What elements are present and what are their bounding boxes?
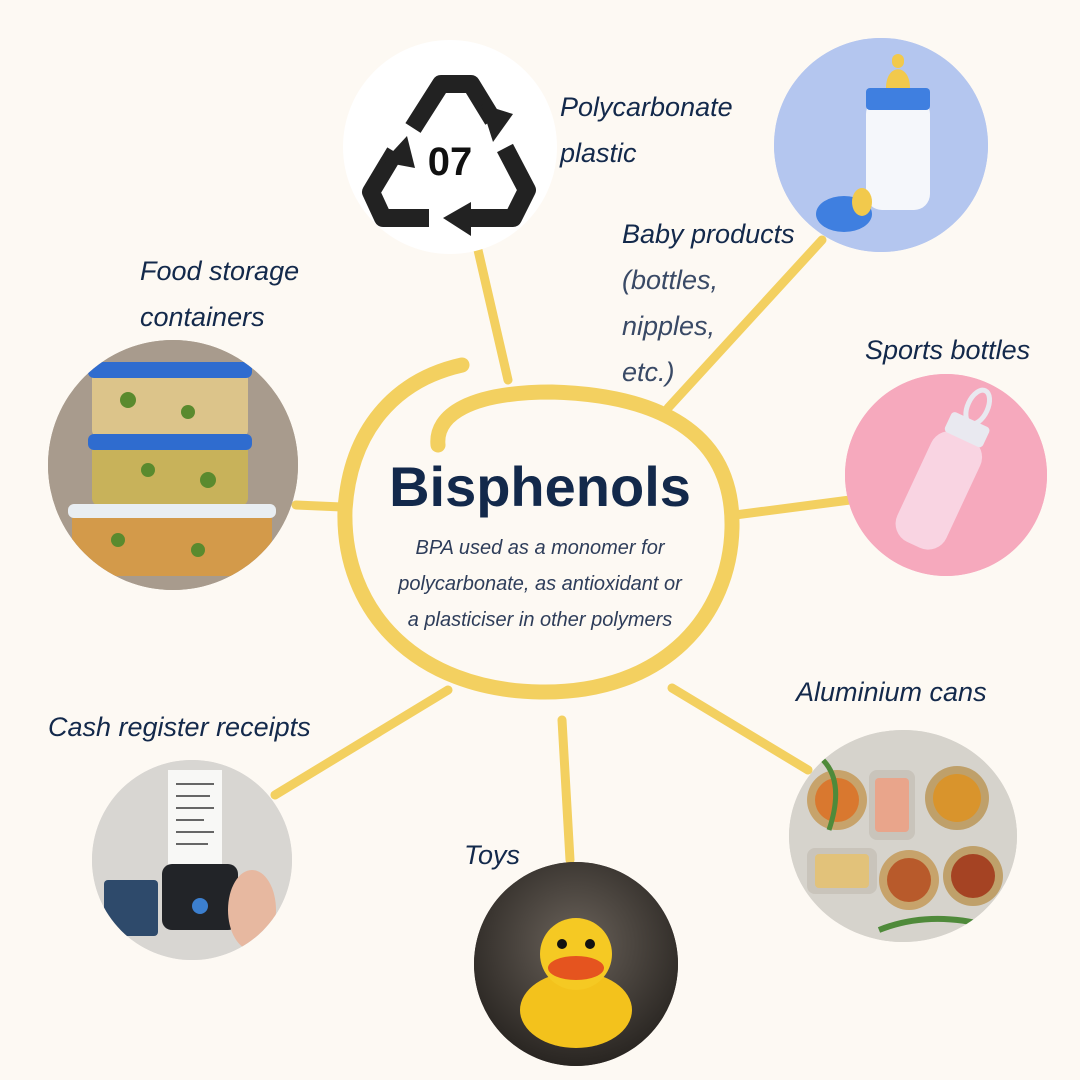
hub-subtitle: BPA used as a monomer for polycarbonate,… <box>398 537 682 631</box>
sports-bottle-photo <box>845 374 1047 576</box>
connector-polycarbonate <box>473 245 513 385</box>
label-toys: Toys <box>464 832 520 878</box>
label-line: Cash register receipts <box>48 712 311 742</box>
label-line: Polycarbonate <box>560 92 733 122</box>
label-baby: Baby products (bottles, nipples, etc.) <box>622 211 795 395</box>
food-containers-photo <box>48 340 298 590</box>
receipt-printer-photo <box>92 760 292 960</box>
hub-ring <box>337 357 740 700</box>
recycle-code-badge: 07 <box>428 140 473 184</box>
baby-bottle-photo <box>774 38 988 252</box>
connector-sports <box>730 495 855 520</box>
label-line: nipples, <box>622 311 716 341</box>
label-line: Toys <box>464 840 521 870</box>
label-line: Baby products <box>622 219 795 249</box>
label-line: plastic <box>560 138 637 168</box>
connector-toys <box>557 715 575 865</box>
canned-food-photo <box>789 730 1017 942</box>
label-line: (bottles, <box>622 265 719 295</box>
label-polycarbonate: Polycarbonate plastic <box>560 84 733 176</box>
label-line: Sports bottles <box>865 335 1031 365</box>
connector-food <box>291 500 347 512</box>
label-food: Food storage containers <box>140 248 299 340</box>
label-sports: Sports bottles <box>865 327 1030 373</box>
connector-cans <box>667 683 813 775</box>
label-line: etc.) <box>622 357 675 387</box>
recycle-code-07-icon: 07 <box>343 40 557 254</box>
hub-title: Bisphenols <box>389 455 691 518</box>
label-line: Aluminium cans <box>796 677 987 707</box>
connector-receipts <box>270 685 453 800</box>
label-receipts: Cash register receipts <box>48 704 311 750</box>
label-cans: Aluminium cans <box>796 669 987 715</box>
label-line: containers <box>140 302 265 332</box>
label-line: Food storage <box>140 256 300 286</box>
rubber-duck-photo <box>474 862 678 1066</box>
connector-baby <box>663 235 827 413</box>
